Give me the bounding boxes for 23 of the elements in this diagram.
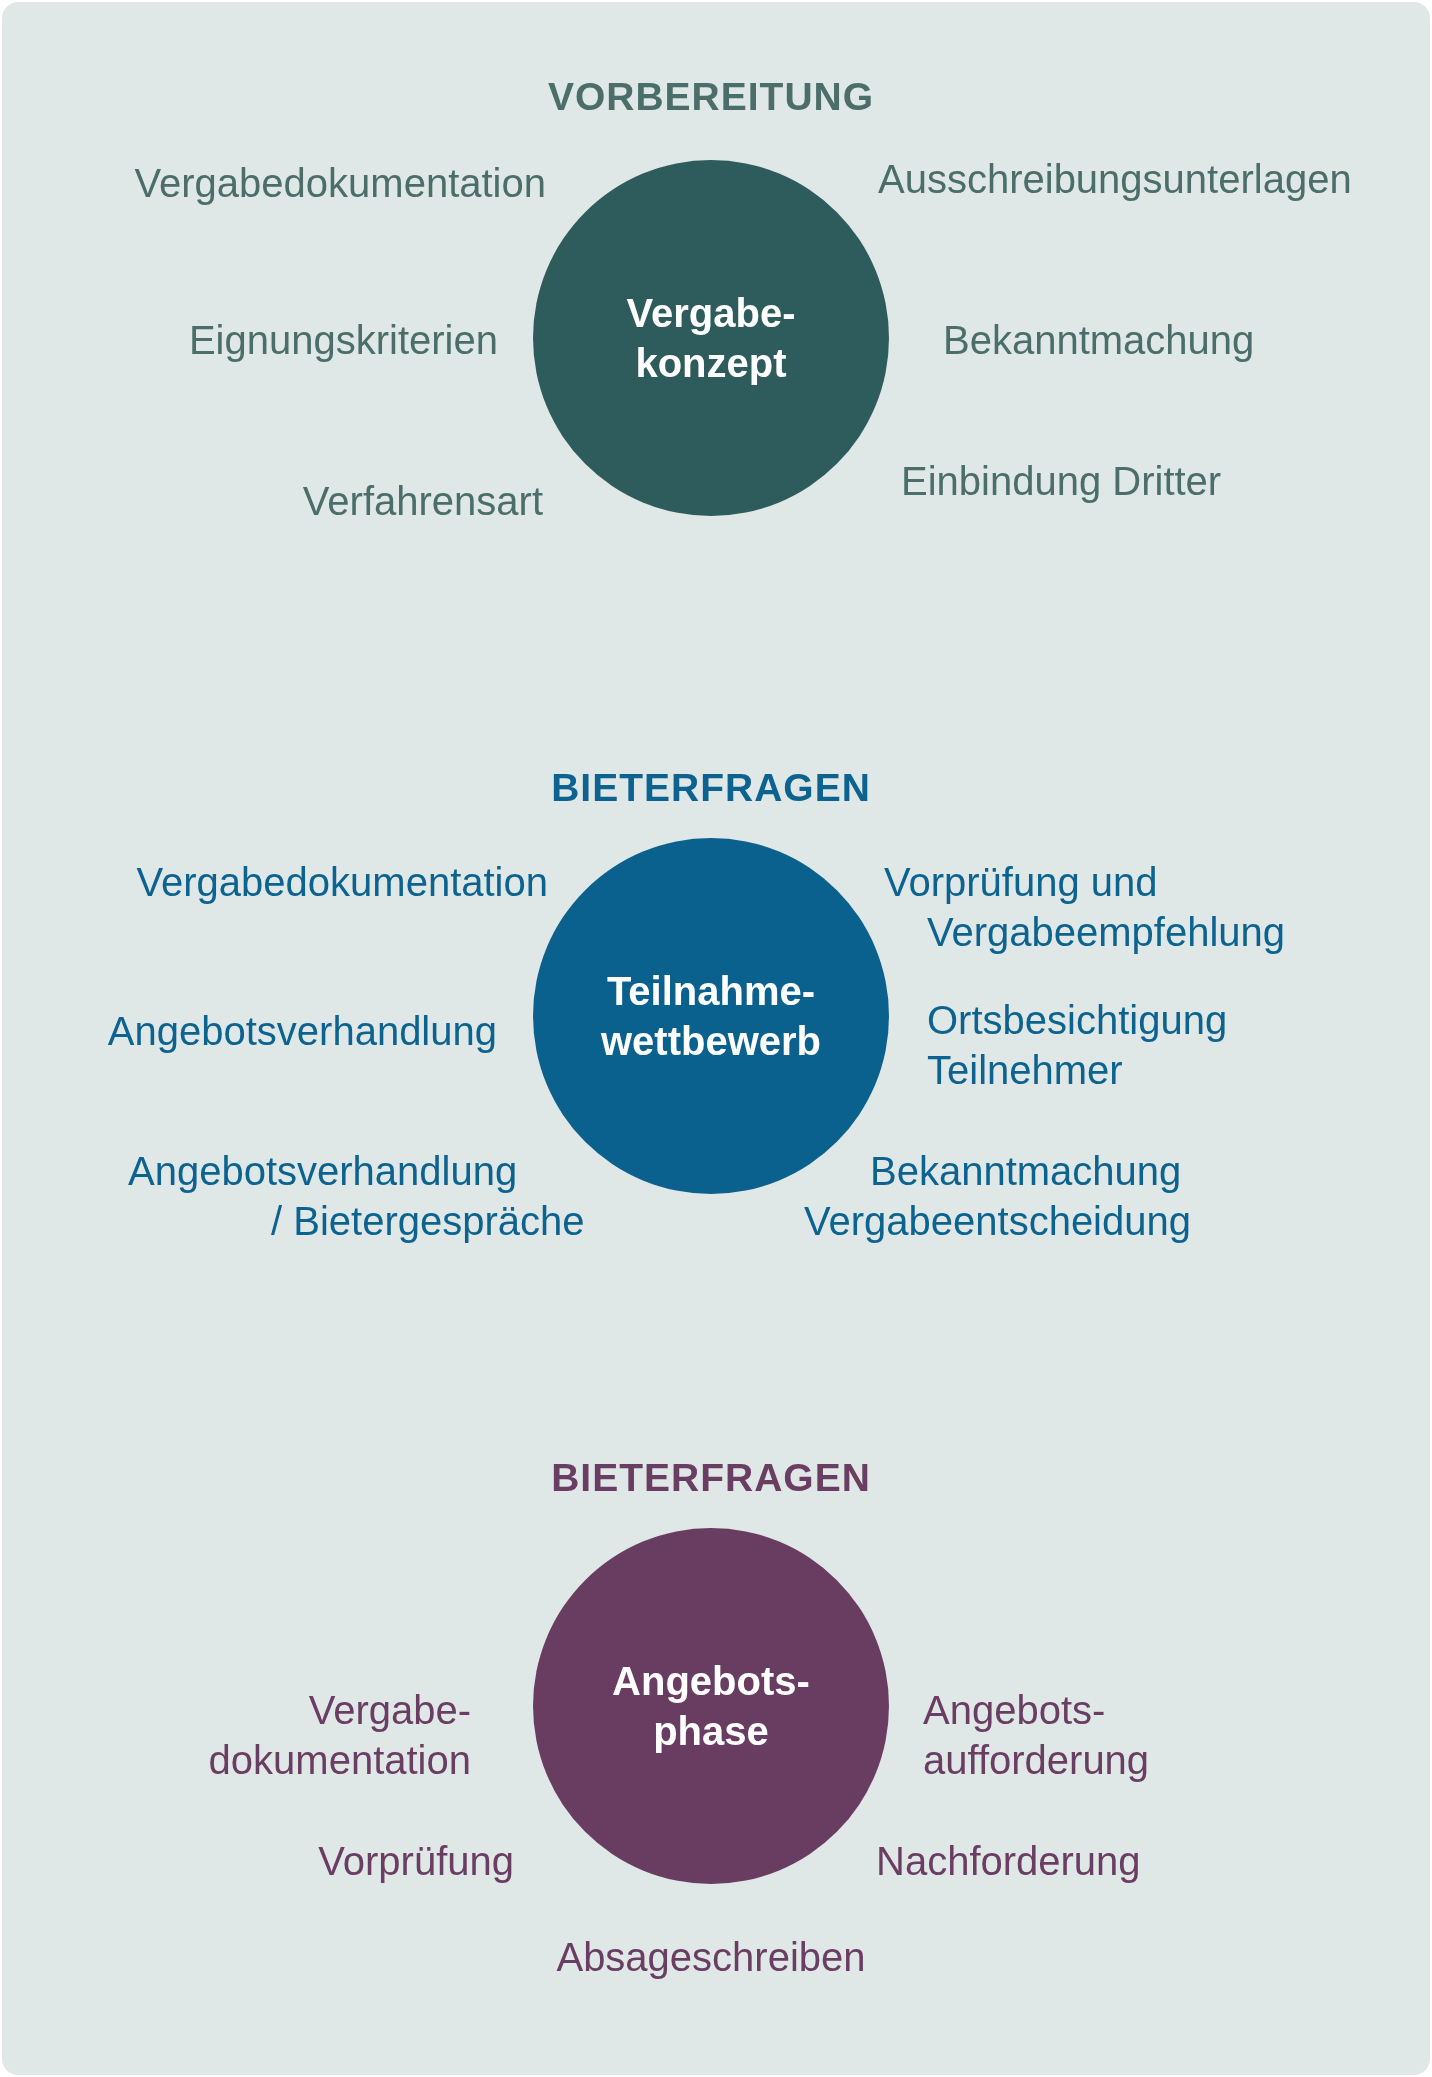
section-heading: BIETERFRAGEN [551,1455,871,1501]
topic-label: Angebotsverhandlung / Bietergespräche [128,1148,585,1245]
topic-label: Nachforderung [876,1838,1141,1885]
phase-title: Angebots- phase [612,1658,810,1755]
topic-label: Angebotsverhandlung [107,1008,497,1055]
section-heading: VORBEREITUNG [547,74,875,120]
topic-label: Ortsbesichtigung Teilnehmer [927,997,1228,1094]
topic-label: Vorprüfung [318,1838,514,1885]
phase-title: Vergabe- konzept [626,290,796,387]
topic-label: Vergabedokumentation [136,859,548,906]
topic-label: Bekanntmachung [943,317,1255,364]
topic-label: Bekanntmachung Vergabeentscheidung [804,1148,1191,1245]
topic-label: Einbindung Dritter [901,458,1222,505]
topic-label: Vergabe- dokumentation [208,1687,471,1784]
topic-label: Verfahrensart [302,478,543,525]
section-heading: BIETERFRAGEN [551,765,871,811]
topic-label: Vergabedokumentation [134,160,546,207]
topic-label: Vorprüfung und Vergabeempfehlung [884,859,1286,956]
topic-label: Ausschreibungsunterlagen [878,156,1352,203]
topic-label: Absageschreiben [556,1934,866,1981]
phase-title: Teilnahme- wettbewerb [600,968,821,1065]
topic-label: Eignungskriterien [188,317,498,364]
topic-label: Angebots- aufforderung [923,1687,1150,1784]
